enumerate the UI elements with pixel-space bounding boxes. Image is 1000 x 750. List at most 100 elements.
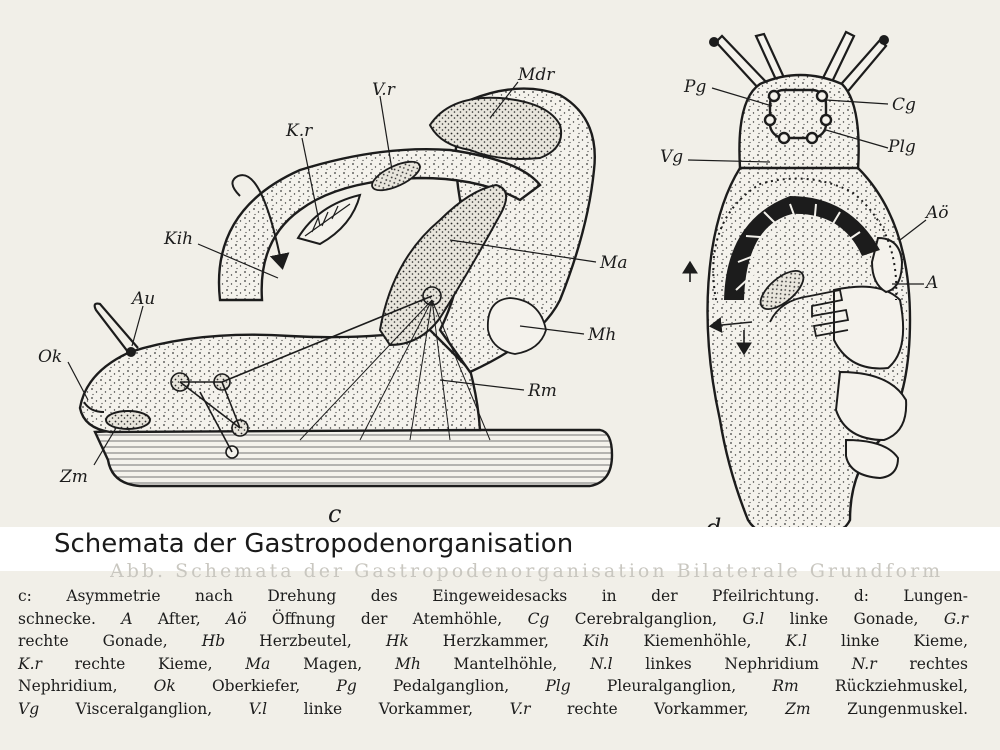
caption-abbrev: K.l (785, 632, 807, 651)
foot-c (93, 428, 614, 488)
panel-letter-c: c (328, 500, 341, 528)
label-au: Au (130, 289, 155, 309)
nerve-ring-d (763, 88, 833, 145)
flow-arrows-d (682, 260, 753, 356)
caption-line: Vg Visceralganglion, V.l linke Vorkammer… (18, 698, 968, 721)
caption-text: rechte Vorkammer, (530, 699, 786, 718)
caption-abbrev: Hk (385, 632, 409, 651)
label-ma: Ma (599, 253, 628, 273)
label-kr: K.r (285, 121, 313, 141)
tentacle-c (93, 302, 139, 353)
caption-abbrev: V.r (509, 699, 531, 718)
mantle-cavity-mh (487, 297, 547, 355)
leader-lines-c (67, 81, 597, 466)
label-a: A (924, 273, 938, 293)
caption-abbrev: Rm (772, 677, 799, 696)
caption-abbrev: Cg (527, 609, 550, 628)
label-vg: Vg (660, 147, 683, 167)
caption-text: Cerebralganglion, (549, 609, 743, 628)
caption-abbrev: Kih (582, 632, 610, 651)
heart-d (759, 270, 805, 310)
figure-caption: c: Asymmetrie nach Drehung des Eingeweid… (18, 585, 968, 721)
label-cg: Cg (892, 95, 916, 115)
caption-text: Oberkiefer, (175, 677, 337, 696)
caption-text: Herzbeutel, (225, 632, 386, 651)
caption-abbrev: Pg (336, 677, 357, 696)
label-mdr: Mdr (517, 65, 555, 85)
nephridium-d (769, 288, 850, 338)
label-vr: V.r (372, 80, 396, 100)
label-zm: Zm (59, 467, 88, 487)
caption-line: rechte Gonade, Hb Herzbeutel, Hk Herzkam… (18, 630, 968, 653)
eye-au (126, 347, 136, 357)
caption-abbrev: G.r (943, 609, 968, 628)
faded-caption-line: Abb. Schemata der Gastropodenorganisatio… (110, 560, 944, 582)
tentacles-d (714, 30, 888, 98)
caption-abbrev: Hb (201, 632, 226, 651)
caption-abbrev: Ok (153, 677, 176, 696)
shell-whorls (833, 236, 908, 480)
caption-text: Nephridium, (18, 677, 154, 696)
caption-text: linke Kieme, (806, 632, 968, 651)
mantle-cavity-kih (217, 147, 542, 302)
caption-text: rechte Kieme, (41, 654, 246, 673)
caption-abbrev: Ma (245, 654, 271, 673)
caption-line: Nephridium, Ok Oberkiefer, Pg Pedalgangl… (18, 675, 968, 698)
caption-text: Zungenmuskel. (810, 699, 968, 718)
leader-lines-d (687, 87, 927, 285)
retractor-muscle-rm (299, 299, 491, 441)
caption-text: Pleuralganglion, (570, 677, 773, 696)
caption-abbrev: N.l (590, 654, 613, 673)
caption-abbrev: Vg (18, 699, 40, 718)
caption-text: Magen, (270, 654, 395, 673)
caption-abbrev: Mh (394, 654, 421, 673)
caption-text: Rückziehmuskel, (798, 677, 969, 696)
label-kih: Kih (163, 229, 193, 249)
caption-abbrev: Zm (785, 699, 811, 718)
caption-abbrev: A (121, 609, 133, 628)
caption-text: linke Gonade, (764, 609, 944, 628)
radula-zm (105, 410, 151, 430)
caption-line: schnecke. A After, Aö Öffnung der Atemhö… (18, 608, 968, 631)
diagram-d: Pg Cg Vg Plg Aö A d (660, 30, 949, 542)
caption-text: rechtes (876, 654, 968, 673)
label-plg: Plg (887, 137, 916, 157)
caption-line: c: Asymmetrie nach Drehung des Eingeweid… (18, 585, 968, 608)
lung-cavity (712, 177, 898, 301)
gill-lamellae (304, 203, 351, 237)
caption-text: Visceralganglion, (39, 699, 249, 718)
diagram-c: Mdr V.r K.r Kih Ma Au Mh Ok Rm Zm c (38, 65, 628, 528)
vascular-network (724, 196, 880, 300)
caption-text: Öffnung der Atemhöhle, (246, 609, 528, 628)
caption-text: Mantelhöhle, (420, 654, 591, 673)
caption-abbrev: N.r (851, 654, 877, 673)
torsion-arrow (231, 174, 290, 270)
label-rm: Rm (527, 381, 557, 401)
caption-line: K.r rechte Kieme, Ma Magen, Mh Mantelhöh… (18, 653, 968, 676)
caption-text: rechte Gonade, (18, 632, 202, 651)
caption-abbrev: Aö (226, 609, 247, 628)
caption-abbrev: Plg (545, 677, 571, 696)
label-ao: Aö (924, 203, 949, 223)
nerve-cords-c (179, 295, 433, 453)
figure-title: Schemata der Gastropodenorganisation (54, 529, 574, 559)
caption-text: linke Vorkammer, (267, 699, 510, 718)
label-mh: Mh (587, 325, 616, 345)
caption-text: Pedalganglion, (356, 677, 546, 696)
label-ok: Ok (38, 347, 62, 367)
caption-text: c: Asymmetrie nach Drehung des Eingeweid… (18, 587, 968, 605)
caption-text: After, (132, 609, 227, 628)
caption-text: Herzkammer, (408, 632, 583, 651)
caption-abbrev: K.r (18, 654, 42, 673)
jaw-ok (83, 401, 105, 413)
digestive-gland-mdr (428, 96, 562, 160)
label-pg: Pg (683, 77, 706, 97)
caption-abbrev: G.l (742, 609, 765, 628)
caption-abbrev: V.l (248, 699, 268, 718)
title-band (0, 527, 1000, 571)
eye-left-d (709, 37, 719, 47)
vascular-branches (735, 203, 861, 291)
eye-right-d (879, 35, 889, 45)
caption-text: linkes Nephridium (612, 654, 852, 673)
